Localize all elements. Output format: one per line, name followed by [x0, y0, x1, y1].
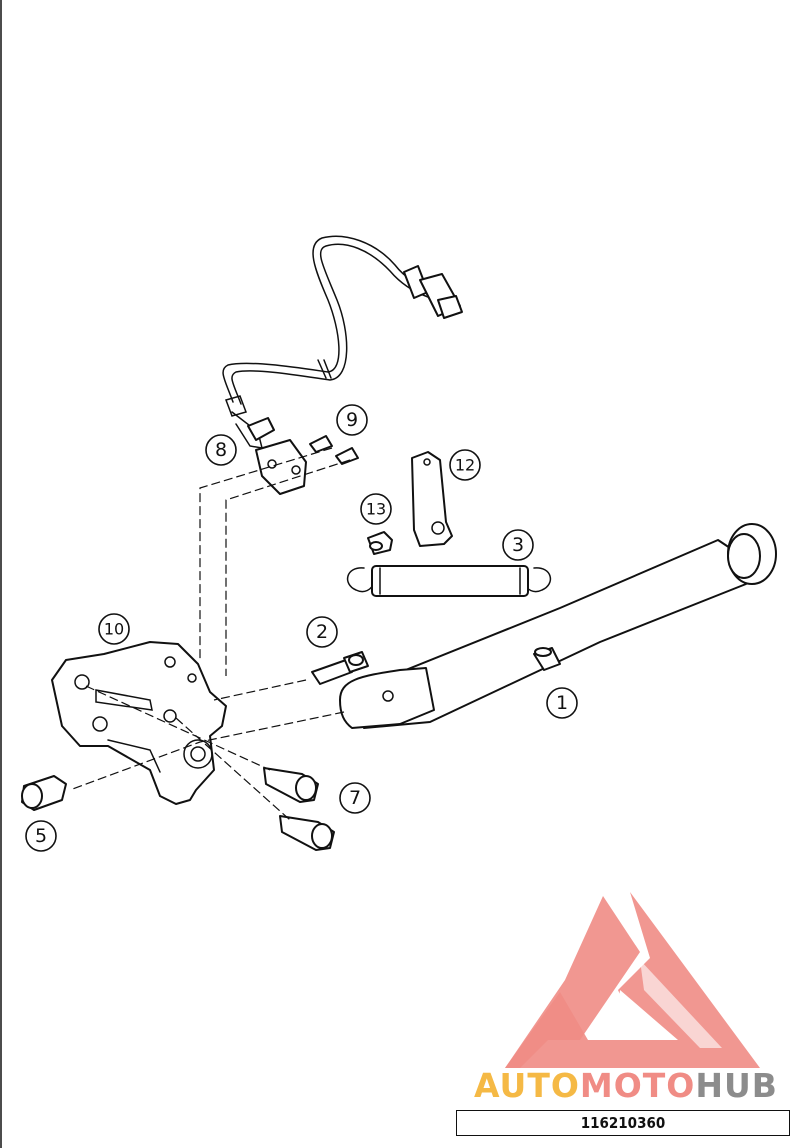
watermark-text: AUTOMOTOHUB: [474, 1066, 778, 1105]
callout-1-label: 1: [556, 692, 568, 714]
callout-13: 13: [360, 493, 392, 525]
bracket-bolt: [367, 531, 393, 555]
callout-1: 1: [546, 687, 578, 719]
callout-13-label: 13: [366, 500, 386, 519]
callout-12-label: 12: [455, 456, 475, 475]
watermark-auto: AUTO: [474, 1066, 580, 1105]
sensor-switch: [247, 417, 307, 495]
callout-8: 8: [205, 434, 237, 466]
callout-7: 7: [339, 782, 371, 814]
callout-8-label: 8: [215, 439, 227, 461]
assembly-lines: [69, 447, 351, 821]
watermark-hub: HUB: [695, 1066, 778, 1105]
spring-bracket: [411, 451, 453, 547]
reference-number: 116210360: [580, 1114, 666, 1132]
pivot-nut: [21, 775, 67, 811]
watermark-moto: MOTO: [580, 1066, 695, 1105]
side-stand-spring: [346, 565, 552, 597]
reference-number-box: 116210360: [456, 1110, 790, 1136]
automotohub-watermark: AUTOMOTOHUB: [474, 892, 778, 1105]
callout-5: 5: [25, 820, 57, 852]
pivot-bolt: [311, 651, 369, 685]
callout-5-label: 5: [35, 825, 47, 847]
callout-2: 2: [306, 616, 338, 648]
callout-10: 10: [98, 613, 130, 645]
callout-3: 3: [502, 529, 534, 561]
callout-3-label: 3: [512, 534, 524, 556]
callout-9: 9: [336, 404, 368, 436]
callout-10-label: 10: [104, 620, 124, 639]
callout-12: 12: [449, 449, 481, 481]
side-stand-leg: [339, 523, 777, 729]
sensor-screws: [309, 435, 359, 465]
callout-2-label: 2: [316, 621, 328, 643]
side-stand-bracket: [51, 641, 227, 805]
bracket-bolts: [263, 767, 335, 851]
callout-9-label: 9: [346, 409, 358, 431]
callout-7-label: 7: [349, 787, 361, 809]
sensor-cable: [222, 235, 463, 449]
